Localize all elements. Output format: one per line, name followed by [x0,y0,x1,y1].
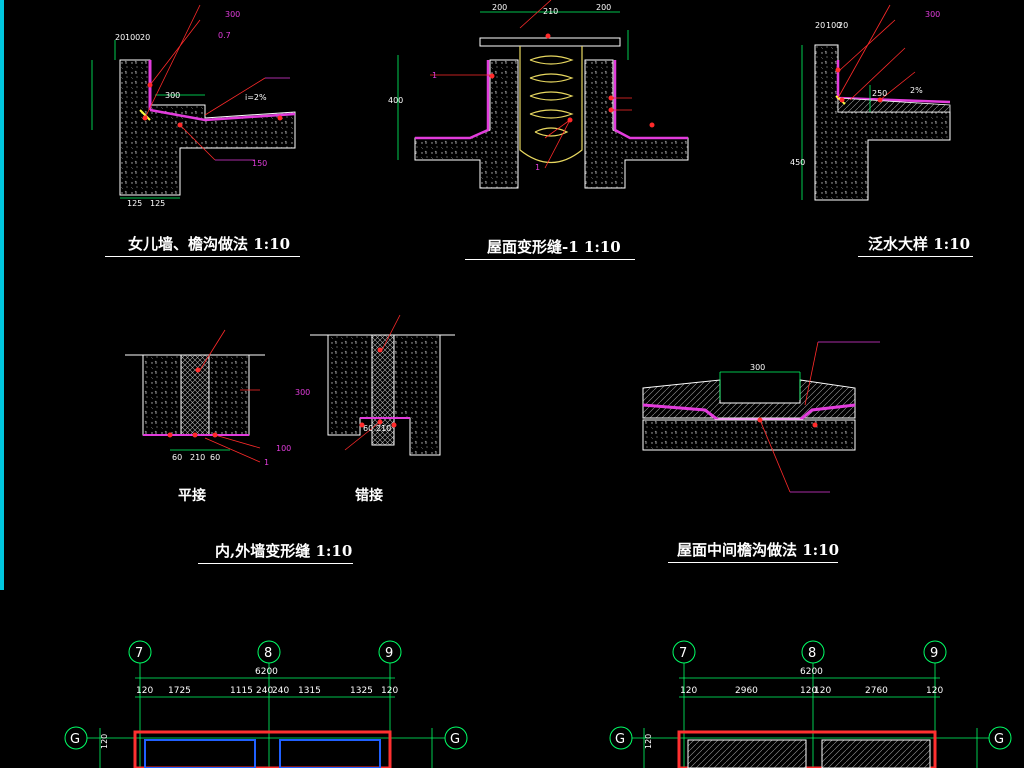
mid-gutter-title-underline [668,562,838,563]
flat-dim-c: 60 [210,453,220,462]
plan-right-seg-3: 120 [814,686,831,696]
parapet-gutter-detail [91,4,296,199]
parapet-dim-d4: 300 [165,91,180,100]
plan-left-seg-5: 1315 [298,686,321,696]
flat-dim-a: 60 [172,453,182,462]
parapet-dim-d3: 20 [140,33,150,42]
plan-left-total: 6200 [255,667,278,677]
plan-left-seg-2: 1115 [230,686,253,696]
stagger-dim-a: 60 [363,424,373,433]
joint1-dim-mid: 210 [543,7,558,16]
flat-note-100: 100 [276,444,291,453]
joint1-dim-h: 400 [388,96,403,105]
parapet-dim-d1: 20 [115,33,125,42]
joint1-title-underline [465,259,635,260]
flat-note-300: 300 [295,388,310,397]
parapet-title: 女儿墙、檐沟做法 1:10 [128,235,291,253]
flashing-dim-d3: 20 [838,21,848,30]
parapet-note-300: 300 [225,10,240,19]
parapet-note-150: 150 [252,159,267,168]
stagger-dim-b: 210 [376,424,391,433]
plan-right-axis-7: 7 [679,646,687,661]
joint1-dim-right: 200 [596,3,611,12]
roof-joint-detail [397,0,689,189]
gutter-dim-w: 300 [750,363,765,372]
joint1-title: 屋面变形缝-1 1:10 [487,238,621,256]
plan-left-seg-6: 1325 [350,686,373,696]
plan-left-row-g: G [70,732,80,747]
plan-right-row-g: G [615,732,625,747]
plan-left-seg-7: 120 [381,686,398,696]
parapet-dim-w1: 125 [127,199,142,208]
mid-gutter-title: 屋面中间檐沟做法 1:10 [677,541,840,559]
joint1-note-1b: 1 [535,163,540,172]
wall-joint-title: 内,外墙变形缝 1:10 [215,542,353,560]
plan-left-seg-1: 1725 [168,686,191,696]
plan-left-axis-9: 9 [385,646,393,661]
plan-right-axis-9: 9 [930,646,938,661]
plan-left-axis-8: 8 [264,646,272,661]
flashing-title-underline [858,256,973,257]
plan-right-seg-4: 2760 [865,686,888,696]
plan-right-seg-2: 120 [800,686,817,696]
plan-right-seg-5: 120 [926,686,943,696]
flat-note-1: 1 [264,458,269,467]
joint1-dim-left: 200 [492,3,507,12]
plan-right-seg-1: 2960 [735,686,758,696]
flashing-title: 泛水大样 1:10 [868,235,971,253]
flashing-slope: 2% [910,86,923,95]
parapet-note-07: 0.7 [218,31,231,40]
plan-left [64,640,468,768]
staggered-joint-label: 错接 [355,488,383,504]
flat-joint-label: 平接 [178,488,206,504]
plan-left-row-g2: G [450,732,460,747]
plan-left-seg-0: 120 [136,686,153,696]
plan-left-seg-4: 240 [272,686,289,696]
flat-dim-b: 210 [190,453,205,462]
parapet-slope: i=2% [245,93,267,102]
plan-left-seg-3: 240 [256,686,273,696]
plan-right-row-g2: G [994,732,1004,747]
middle-gutter-detail [642,341,880,493]
wall-joint-flat [125,329,265,463]
plan-right-total: 6200 [800,667,823,677]
flashing-dim-d1: 20 [815,21,825,30]
plan-right-seg-0: 120 [680,686,697,696]
flashing-detail [801,4,951,201]
joint1-note-1a: 1 [432,71,437,80]
plan-right [609,640,1012,768]
wall-joint-staggered [310,314,455,456]
plan-right-axis-8: 8 [808,646,816,661]
wall-joint-title-underline [198,563,353,564]
plan-left-axis-7: 7 [135,646,143,661]
flashing-dim-d4: 250 [872,89,887,98]
parapet-title-underline [105,256,300,257]
parapet-dim-d2: 100 [125,33,140,42]
parapet-dim-w2: 125 [150,199,165,208]
left-edge-bar [0,0,4,590]
flashing-dim-h: 450 [790,158,805,167]
plan-left-side: 120 [100,734,109,749]
plan-right-side: 120 [644,734,653,749]
flashing-dim-d2: 100 [826,21,841,30]
flashing-note-300: 300 [925,10,940,19]
